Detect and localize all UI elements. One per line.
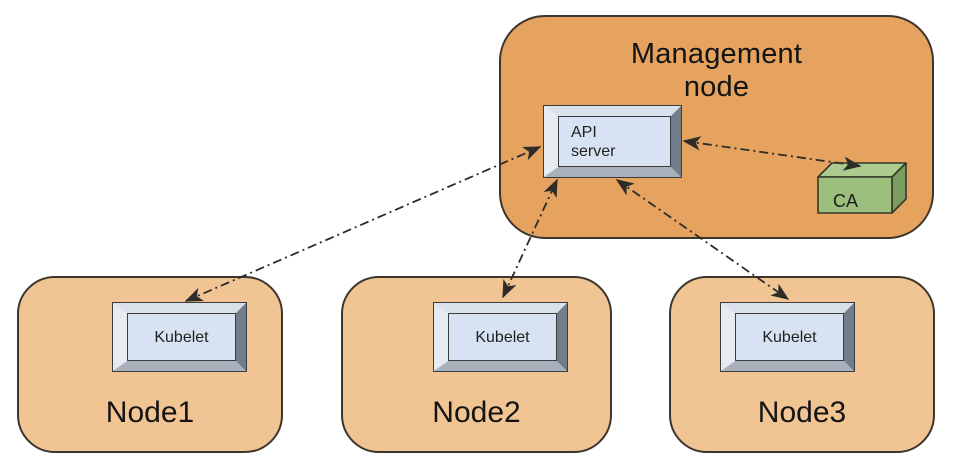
connection-apiserver-node2 [502, 178, 558, 299]
kubelet-label-node2: Kubelet [475, 328, 530, 346]
ca-box-top-face [817, 162, 907, 178]
kubelet-box-node2: Kubelet [433, 302, 568, 372]
api-server-box: API server [543, 105, 682, 178]
kubelet-box-node3: Kubelet [720, 302, 855, 372]
management-node-label: Management node [630, 38, 803, 103]
node2-label: Node2 [432, 396, 521, 429]
node3-label: Node3 [757, 396, 847, 429]
api-server-label: API server [571, 123, 616, 160]
api-server-bevel: API server [544, 106, 681, 177]
kubelet-label-node3: Kubelet [762, 328, 817, 346]
ca-box-front-face [817, 176, 893, 214]
ca-label: CA [833, 191, 858, 211]
api-server-face: API server [558, 116, 671, 167]
kubelet-label-node1: Kubelet [154, 328, 209, 346]
connection-apiserver-node3 [615, 179, 790, 300]
node1-label: Node1 [105, 396, 195, 429]
kubelet-box-node1: Kubelet [112, 302, 247, 372]
ca-box: CA [817, 162, 907, 214]
connection-apiserver-node1 [184, 146, 542, 302]
